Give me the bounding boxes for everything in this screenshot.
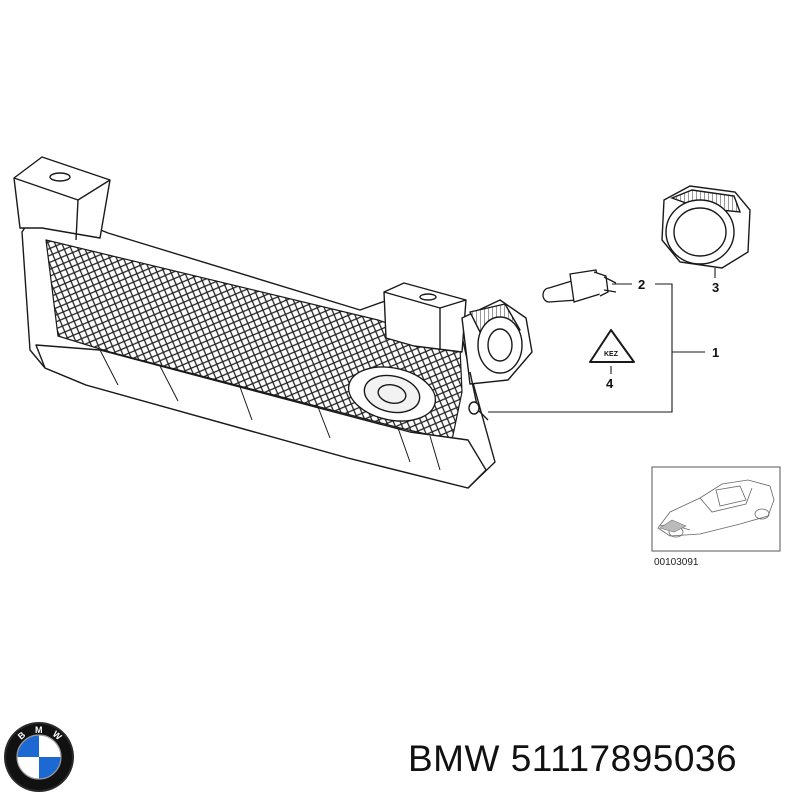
brand-name: BMW — [408, 738, 500, 779]
leader-line-1 — [488, 283, 673, 413]
grille-assembly — [13, 156, 533, 489]
left-bracket — [13, 156, 111, 239]
grille-lower-ribs — [99, 349, 441, 471]
fog-light-rear-housing — [461, 299, 533, 421]
callout-2: 2 — [638, 277, 645, 292]
grille-lower-beam — [35, 344, 487, 489]
fog-light-lens — [363, 374, 421, 414]
leader-lines — [488, 268, 716, 413]
callout-3: 3 — [712, 280, 719, 295]
right-bracket-hole — [419, 293, 437, 301]
callout-1: 1 — [712, 345, 719, 360]
logo-letter-b: B — [16, 729, 28, 741]
part-3-bezel-ring — [661, 185, 751, 269]
symbol-text: KEZ — [604, 351, 619, 358]
part-4-symbol: KEZ — [589, 329, 635, 363]
bmw-logo: B M W — [4, 722, 74, 792]
car-thumbnail — [651, 466, 781, 552]
thumbnail-code: 00103091 — [654, 557, 699, 568]
part-number: 51117895036 — [510, 738, 738, 779]
callout-4: 4 — [606, 376, 614, 391]
right-bracket — [383, 282, 467, 353]
left-bracket-hole — [49, 172, 71, 182]
logo-letter-m: M — [35, 725, 43, 735]
part-label: BMW 51117895036 — [408, 738, 737, 780]
part-2-bulb — [542, 269, 617, 303]
